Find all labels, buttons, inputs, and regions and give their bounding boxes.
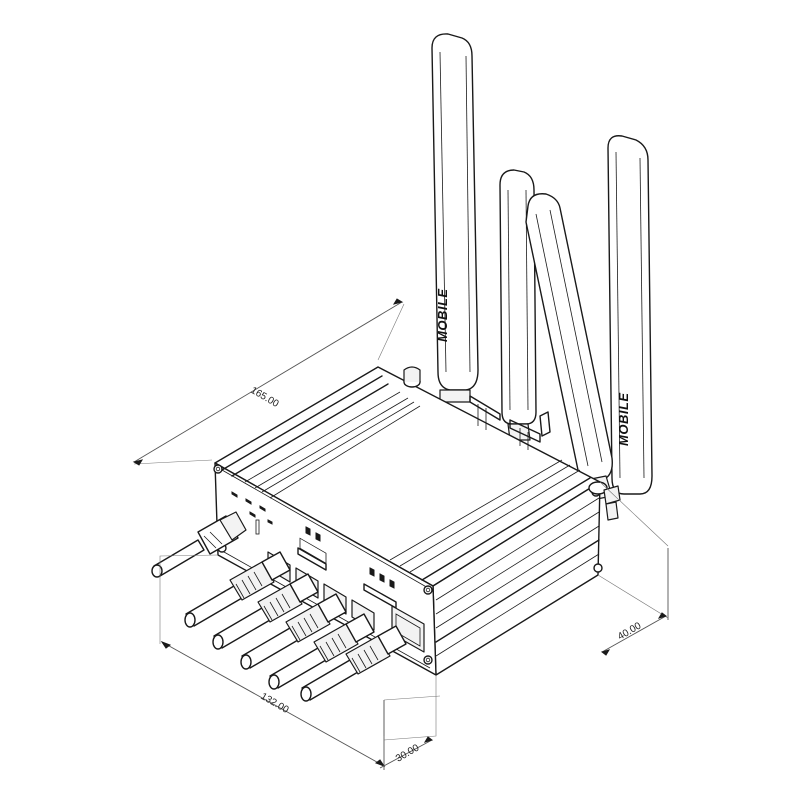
- antenna-rear-left: MOBILE: [431, 33, 479, 403]
- ethernet-cable-3: [240, 593, 347, 670]
- antenna-label-right: MOBILE: [616, 392, 631, 446]
- ethernet-cable-5: [300, 625, 407, 702]
- dimension-lines: [132, 298, 669, 770]
- antenna-middle: [499, 169, 537, 441]
- antenna-label-left: MOBILE: [435, 288, 450, 342]
- ethernet-cable-4: [268, 613, 375, 690]
- antenna-right: MOBILE: [607, 135, 653, 495]
- power-cable: [151, 511, 247, 578]
- dim-height-front-label: 30.00: [394, 742, 422, 764]
- dim-height-rear-label: 40.00: [616, 620, 644, 642]
- dim-width-label: 132.00: [259, 691, 291, 716]
- dim-length-label: 165.00: [249, 385, 281, 410]
- router-body: [213, 366, 603, 676]
- ethernet-cable-2: [212, 573, 319, 650]
- antenna-connectors: [403, 366, 621, 521]
- ethernet-cable-1: [184, 551, 291, 628]
